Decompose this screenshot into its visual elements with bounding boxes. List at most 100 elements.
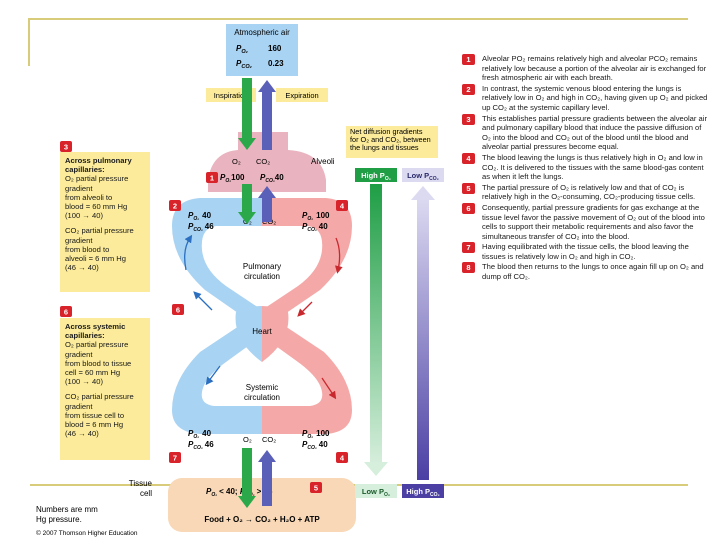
atmospheric-air-box [226, 24, 298, 76]
upward-arrow-icon [258, 450, 276, 462]
note-badge: 7 [462, 242, 475, 254]
note-badge: 2 [462, 83, 475, 95]
pulmonary-box-title: Across pulmonary capillaries: [65, 156, 132, 175]
flow-arrow-icon [184, 234, 193, 271]
diagram-badge-6: 6 [172, 304, 184, 315]
note-6: 6 Consequently, partial pressure gradient… [462, 202, 712, 241]
alveoli-po2: PO₂100 [220, 173, 245, 184]
pulmonary-box-line: (100 → 40) [65, 211, 103, 221]
pulmonary-box-line: CO₂ partial pressure [65, 226, 134, 236]
co2-tissue-to-blood-shaft [262, 460, 272, 506]
svg-text:1: 1 [210, 174, 214, 183]
systemic-circulation-line1: Systemic [246, 383, 278, 392]
pulmonary-box-line: O₂ partial pressure [65, 174, 129, 184]
svg-text:7: 7 [173, 454, 177, 463]
atmospheric-air-title: Atmospheric air [234, 28, 290, 37]
note-2: 2 In contrast, the systemic venous blood … [462, 83, 712, 113]
svg-text:5: 5 [314, 484, 318, 493]
alveoli-o2-label: O₂ [232, 157, 241, 166]
atm-po2-value: 160 [268, 44, 282, 53]
flow-arrow-icon [193, 291, 213, 311]
downward-arrow-icon [364, 462, 388, 476]
net-diffusion-line3: the lungs and tissues [350, 143, 419, 152]
flow-arrow-icon [335, 237, 343, 274]
systemic-box-line: from tissue cell to [65, 410, 125, 420]
systemic-circulation-line2: circulation [244, 393, 280, 402]
alveoli-label: Alveoli [311, 157, 335, 166]
systemic-gradient-box: Across systemic capillaries: O₂ partial … [60, 318, 150, 460]
pulmonary-box-line: from alveoli to [65, 192, 113, 202]
slide-frame-left [28, 18, 30, 66]
o2-alveoli-to-blood-shaft [242, 184, 252, 214]
tissue-reaction: Food + O₂ → CO₂ + H₂O + ATP [204, 515, 320, 524]
low-pco2-label: Low PCO₂ [407, 171, 439, 182]
heart-label: Heart [252, 327, 272, 336]
footnote-line1: Numbers are mm [36, 505, 98, 514]
atm-po2-label: PO₂ [236, 44, 248, 55]
diagram-badge-6b: 6 [60, 306, 72, 317]
low-pco2-box [402, 168, 444, 182]
low-po2-box [355, 484, 397, 498]
oxygenated-blood-loop [262, 198, 352, 434]
svg-text:3: 3 [64, 143, 68, 152]
low-po2-label: Low PO₂ [362, 487, 390, 498]
systemic-box-title: Across systemic capillaries: [65, 322, 126, 341]
net-diffusion-line2: for O₂ and CO₂, between [350, 135, 431, 144]
o2-blood-to-tissue-shaft [242, 448, 252, 498]
slide-frame-top [28, 18, 688, 20]
diagram-badge-7: 7 [169, 452, 181, 463]
note-text: The blood then returns to the lungs to o… [482, 262, 704, 282]
note-badge: 1 [462, 54, 475, 65]
note-badge: 6 [462, 202, 475, 214]
systemic-box-line: from blood to tissue [65, 358, 132, 368]
deoxygenated-blood-loop [172, 198, 262, 434]
pulmonary-box-line: alveoli = 6 mm Hg [65, 254, 126, 264]
svg-text:2: 2 [173, 202, 177, 211]
pulmonary-box-line: gradient [65, 183, 93, 193]
lower-co2-label: CO₂ [262, 435, 276, 444]
co2-expiration-arrow-shaft [262, 90, 272, 150]
upward-arrow-icon [258, 80, 276, 92]
numbered-explanations: 1 Alveolar PO₂ remains relatively high an… [462, 54, 712, 283]
high-pco2-box [402, 484, 444, 498]
pulmonary-box-line: from blood to [65, 244, 110, 254]
note-text: In contrast, the systemic venous blood e… [482, 83, 708, 112]
note-text: Consequently, partial pressure gradients… [482, 202, 705, 241]
copyright-text: © 2007 Thomson Higher Education [36, 529, 138, 537]
flow-arrow-icon [205, 365, 221, 386]
svg-text:4: 4 [340, 454, 345, 463]
diagram-badge-4: 4 [336, 200, 348, 211]
pulmonary-box-line: gradient [65, 235, 93, 245]
co2-blood-to-alveoli-shaft [262, 196, 272, 222]
heart-shape [235, 306, 289, 362]
systemic-box-line: (46 → 40) [65, 429, 99, 439]
note-text: The partial pressure of O₂ is relatively… [482, 182, 696, 202]
diagram-badge-4b: 4 [336, 452, 348, 463]
diagram-badge-3: 3 [60, 141, 72, 152]
downward-arrow-icon [238, 212, 256, 224]
high-po2-label: High PO₂ [361, 171, 391, 182]
footnote-line2: Hg pressure. [36, 515, 82, 524]
pulmonary-circulation-line2: circulation [244, 272, 280, 281]
systemic-box-line: CO₂ partial pressure [65, 392, 134, 402]
diagram-badge-1: 1 [206, 172, 218, 183]
note-badge: 8 [462, 262, 475, 274]
co2-gradient-bar [417, 198, 429, 480]
systemic-box-line: blood = 6 mm Hg [65, 420, 124, 430]
expiration-label: Expiration [285, 91, 318, 100]
flow-arrow-icon [321, 377, 337, 400]
downward-arrow-icon [238, 496, 256, 508]
svg-text:6: 6 [64, 308, 68, 317]
high-pco2-label: High PCO₂ [406, 487, 439, 498]
alveoli-pco2: PCO₂40 [260, 173, 284, 184]
atm-pco2-value: 0.23 [268, 59, 284, 68]
upward-arrow-icon [258, 186, 276, 198]
note-text: Alveolar PO₂ remains relatively high and… [482, 54, 707, 83]
svg-text:4: 4 [340, 202, 345, 211]
